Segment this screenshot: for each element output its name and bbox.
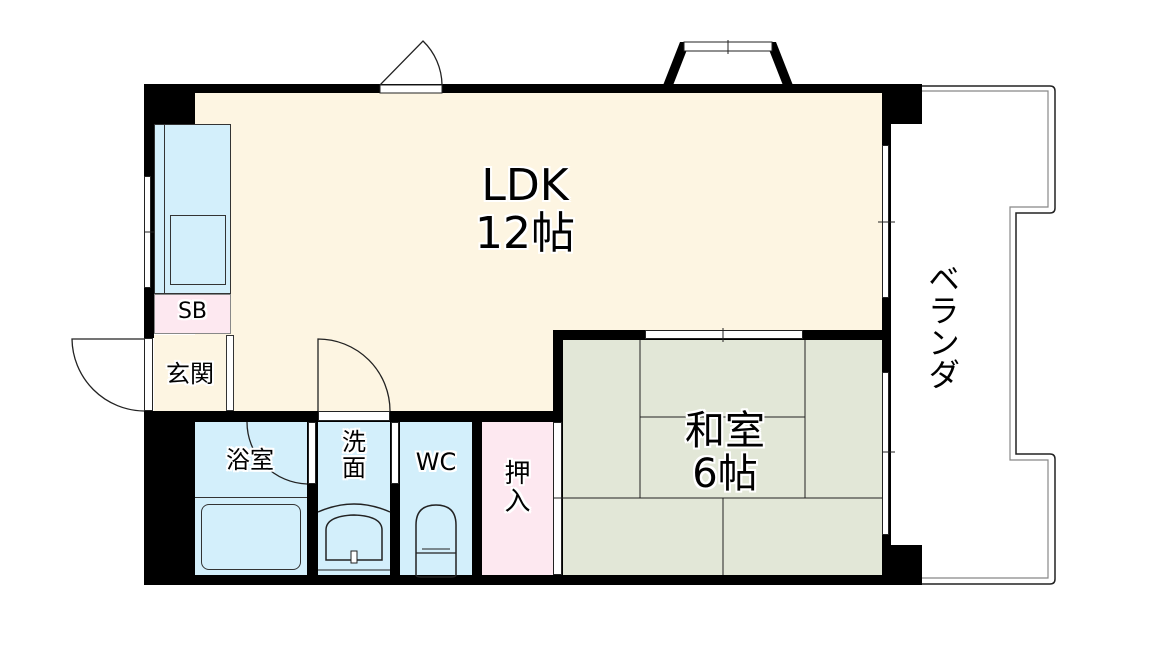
- shoe-box-label: SB: [177, 299, 208, 324]
- bath-label: 浴室: [226, 446, 274, 474]
- wall-right: [882, 84, 891, 585]
- washroom-door-opening: [318, 411, 390, 421]
- pillar-top-left: [144, 84, 195, 124]
- genkan-step: [226, 335, 234, 411]
- washroom-label-line1: 洗: [342, 428, 366, 456]
- bathtub: [195, 497, 307, 575]
- kitchen-sink: [170, 215, 226, 285]
- genkan-door-opening: [144, 338, 153, 411]
- wall-left-lower: [144, 411, 195, 585]
- bath-room: [195, 422, 307, 575]
- ldk-size: 12帖: [475, 207, 575, 259]
- wc-label: WC: [415, 448, 457, 476]
- wc-door: [391, 422, 399, 484]
- wall-bottom: [144, 575, 922, 585]
- washitsu-right-window: [882, 372, 889, 535]
- genkan-room: [154, 335, 226, 411]
- ldk-label: LDK 12帖: [440, 162, 610, 257]
- washroom-label: 洗 面: [318, 428, 390, 482]
- washitsu-size: 6帖: [692, 451, 758, 498]
- washitsu-top-window: [645, 330, 803, 339]
- wall-top: [144, 84, 922, 93]
- closet-label-line1: 押: [504, 459, 531, 489]
- washroom-label-line2: 面: [342, 453, 366, 482]
- wall-bath-wash: [307, 411, 318, 585]
- wall-wash-wc: [390, 411, 400, 585]
- washroom: [318, 422, 390, 575]
- closet: [482, 422, 553, 575]
- washitsu-name: 和室: [685, 408, 765, 454]
- closet-label-line2: 入: [504, 487, 531, 518]
- genkan-label: 玄関: [166, 360, 214, 388]
- veranda-label: ベランダ: [923, 262, 961, 390]
- bathtub-inner: [201, 504, 301, 570]
- closet-label: 押 入: [482, 460, 553, 516]
- ldk-name: LDK: [481, 160, 569, 211]
- kitchen-counter: [154, 124, 231, 294]
- kitchen-counter-divider: [164, 124, 165, 294]
- wall-wc-closet: [472, 411, 482, 585]
- bath-door: [308, 422, 316, 484]
- washitsu-label: 和室 6帖: [645, 408, 805, 498]
- shoe-box: [154, 294, 231, 334]
